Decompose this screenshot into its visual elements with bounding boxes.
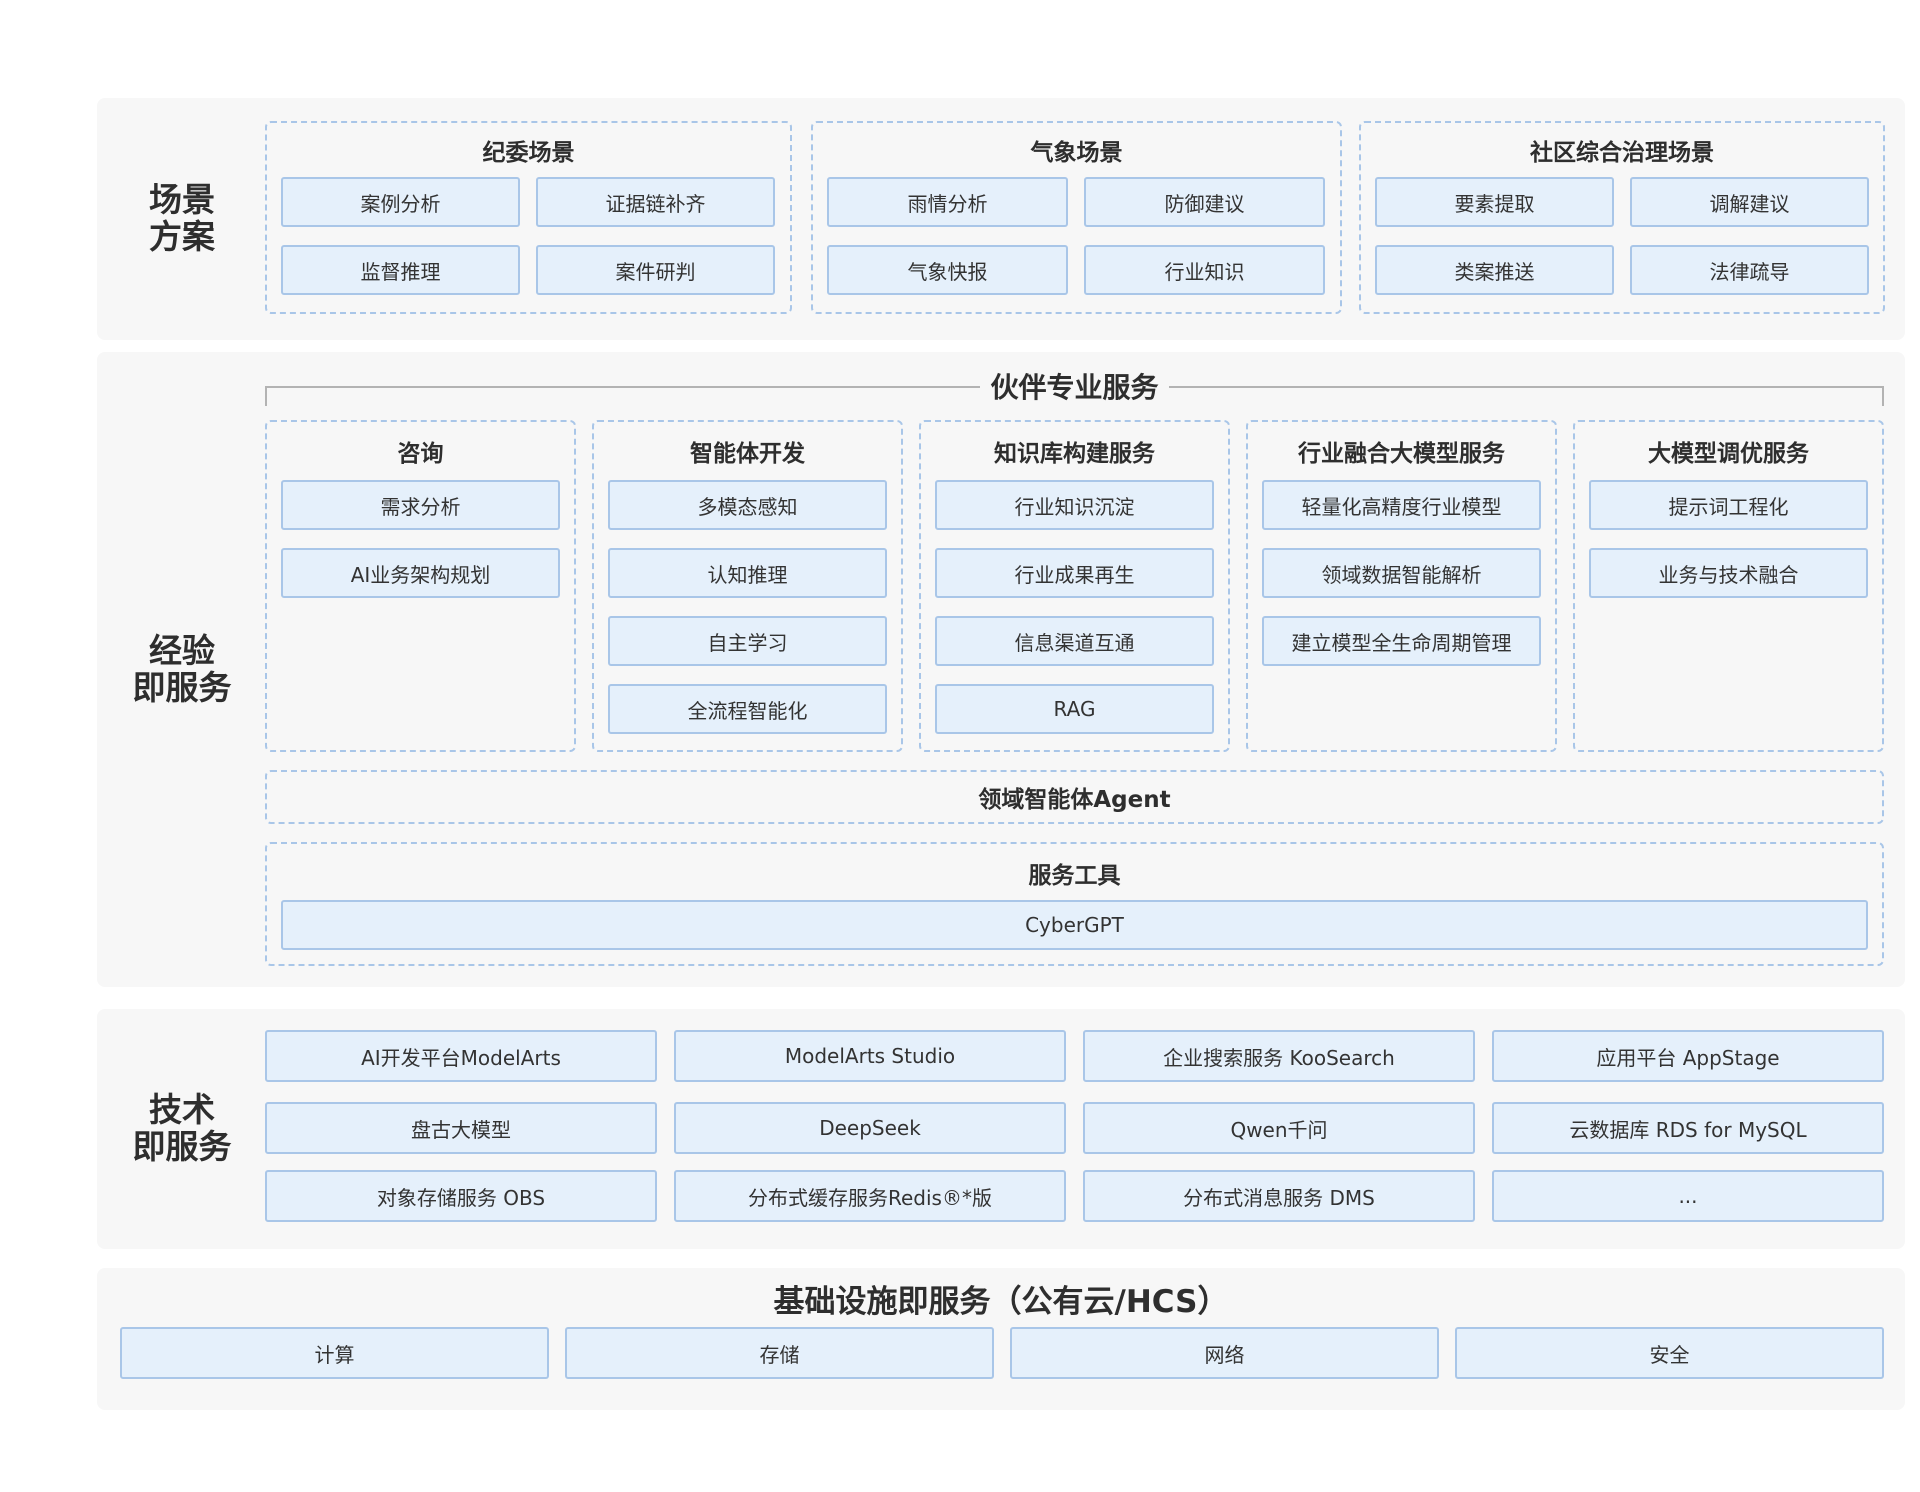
scenario-item[interactable]: 雨情分析 xyxy=(827,177,1068,227)
cybergpt-chip[interactable]: CyberGPT xyxy=(281,900,1868,950)
scenario-item[interactable]: 法律疏导 xyxy=(1630,245,1869,295)
domain-agent-title: 领域智能体Agent xyxy=(978,787,1171,813)
experience-item[interactable]: 多模态感知 xyxy=(608,480,887,530)
infrastructure-title: 基础设施即服务（公有云/HCS） xyxy=(773,1284,1229,1320)
partner-services-title: 伙伴专业服务 xyxy=(980,366,1169,406)
experience-group-3: 知识库构建服务行业知识沉淀行业成果再生信息渠道互通 RAG xyxy=(919,420,1230,752)
scenario-item[interactable]: 气象快报 xyxy=(827,245,1068,295)
tech-service-chip[interactable]: AI开发平台ModelArts xyxy=(265,1030,657,1082)
experience-item[interactable]: 需求分析 xyxy=(281,480,560,530)
scenario-item[interactable]: 调解建议 xyxy=(1630,177,1869,227)
experience-item[interactable]: 全流程智能化 xyxy=(608,684,887,734)
experience-item[interactable]: 行业知识沉淀 xyxy=(935,480,1214,530)
experience-item[interactable]: 领域数据智能解析 xyxy=(1262,548,1541,598)
tech-service-chip[interactable]: ... xyxy=(1492,1170,1884,1222)
infrastructure-item[interactable]: 安全 xyxy=(1455,1327,1884,1379)
technology-layer-label: 技术 即服务 xyxy=(132,1090,232,1166)
experience-group-2: 智能体开发多模态感知认知推理自主学习全流程智能化 xyxy=(592,420,903,752)
scenario-group-title: 社区综合治理场景 xyxy=(1530,140,1714,166)
scenario-item[interactable]: 案件研判 xyxy=(536,245,775,295)
experience-group-title: 咨询 xyxy=(397,441,444,467)
service-tools-box: 服务工具 CyberGPT xyxy=(265,842,1884,966)
scenario-layer-label: 场景 方案 xyxy=(149,180,215,256)
experience-item[interactable]: 自主学习 xyxy=(608,616,887,666)
infrastructure-item[interactable]: 网络 xyxy=(1010,1327,1439,1379)
experience-group-5: 大模型调优服务提示词工程化业务与技术融合 xyxy=(1573,420,1884,752)
scenario-group-title: 纪委场景 xyxy=(482,140,575,166)
scenario-item[interactable]: 监督推理 xyxy=(281,245,520,295)
scenario-item[interactable]: 证据链补齐 xyxy=(536,177,775,227)
experience-item[interactable]: 提示词工程化 xyxy=(1589,480,1868,530)
tech-service-chip[interactable]: 云数据库 RDS for MySQL xyxy=(1492,1102,1884,1154)
tech-service-chip[interactable]: 对象存储服务 OBS xyxy=(265,1170,657,1222)
experience-group-title: 智能体开发 xyxy=(690,441,805,467)
experience-item[interactable]: 轻量化高精度行业模型 xyxy=(1262,480,1541,530)
experience-group-title: 行业融合大模型服务 xyxy=(1298,441,1505,467)
tech-service-chip[interactable]: 盘古大模型 xyxy=(265,1102,657,1154)
scenario-item[interactable]: 案例分析 xyxy=(281,177,520,227)
scenario-group-title: 气象场景 xyxy=(1030,140,1123,166)
tech-service-chip[interactable]: 分布式消息服务 DMS xyxy=(1083,1170,1475,1222)
partner-bracket-left-end xyxy=(265,386,267,406)
partner-bracket-right-end xyxy=(1882,386,1884,406)
tech-service-chip[interactable]: 分布式缓存服务Redis®*版 xyxy=(674,1170,1066,1222)
scenario-group-3: 社区综合治理场景要素提取调解建议类案推送法律疏导 xyxy=(1359,121,1885,314)
experience-item[interactable]: AI业务架构规划 xyxy=(281,548,560,598)
experience-group-title: 知识库构建服务 xyxy=(994,441,1155,467)
partner-title-wrap: 伙伴专业服务 xyxy=(265,366,1884,406)
tech-service-chip[interactable]: ModelArts Studio xyxy=(674,1030,1066,1082)
experience-item[interactable]: 认知推理 xyxy=(608,548,887,598)
experience-item[interactable]: 信息渠道互通 xyxy=(935,616,1214,666)
experience-item[interactable]: 行业成果再生 xyxy=(935,548,1214,598)
scenario-group-1: 纪委场景案例分析证据链补齐监督推理案件研判 xyxy=(265,121,792,314)
experience-item[interactable]: RAG xyxy=(935,684,1214,734)
experience-layer-label: 经验 即服务 xyxy=(132,630,232,707)
tech-service-chip[interactable]: DeepSeek xyxy=(674,1102,1066,1154)
scenario-item[interactable]: 防御建议 xyxy=(1084,177,1325,227)
tech-service-chip[interactable]: Qwen千问 xyxy=(1083,1102,1475,1154)
experience-group-4: 行业融合大模型服务轻量化高精度行业模型领域数据智能解析建立模型全生命周期管理 xyxy=(1246,420,1557,752)
scenario-item[interactable]: 行业知识 xyxy=(1084,245,1325,295)
domain-agent-box: 领域智能体Agent xyxy=(265,770,1884,824)
scenario-group-2: 气象场景雨情分析防御建议气象快报行业知识 xyxy=(811,121,1342,314)
service-tools-title: 服务工具 xyxy=(1028,863,1121,889)
tech-service-chip[interactable]: 企业搜索服务 KooSearch xyxy=(1083,1030,1475,1082)
tech-service-chip[interactable]: 应用平台 AppStage xyxy=(1492,1030,1884,1082)
experience-item[interactable]: 建立模型全生命周期管理 xyxy=(1262,616,1541,666)
infrastructure-item[interactable]: 计算 xyxy=(120,1327,549,1379)
scenario-item[interactable]: 类案推送 xyxy=(1375,245,1614,295)
experience-group-1: 咨询需求分析 AI业务架构规划 xyxy=(265,420,576,752)
experience-layer: 经验 即服务 xyxy=(97,352,1905,987)
experience-item[interactable]: 业务与技术融合 xyxy=(1589,548,1868,598)
scenario-item[interactable]: 要素提取 xyxy=(1375,177,1614,227)
experience-group-title: 大模型调优服务 xyxy=(1648,441,1809,467)
infrastructure-item[interactable]: 存储 xyxy=(565,1327,994,1379)
